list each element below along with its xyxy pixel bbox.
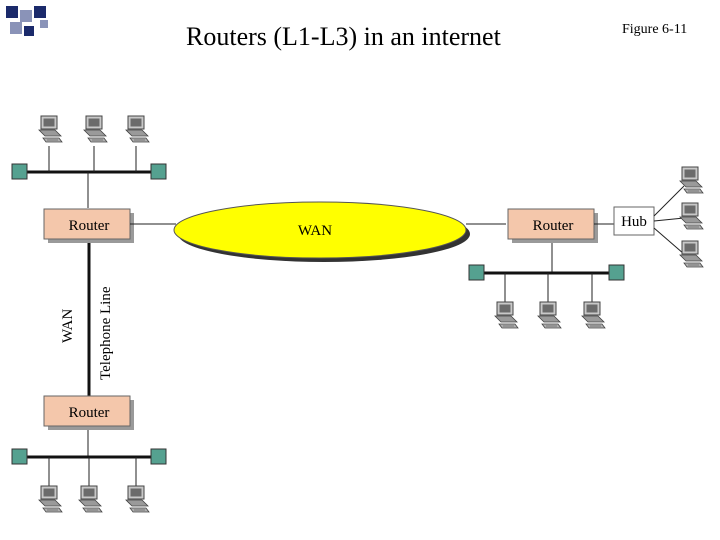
- wan-telephone-link: WAN Telephone Line: [60, 243, 114, 396]
- computer-icon: [38, 485, 63, 513]
- terminator: [150, 448, 167, 465]
- hub-label: Hub: [621, 214, 647, 230]
- computer-icon: [679, 202, 704, 230]
- terminator: [468, 264, 485, 281]
- router-top-left: Router: [43, 208, 135, 244]
- terminator: [11, 448, 28, 465]
- slide-title: Routers (L1-L3) in an internet: [186, 22, 501, 51]
- router-label: Router: [69, 405, 110, 421]
- wan-label: WAN: [298, 223, 332, 239]
- wan-link-label: WAN: [60, 309, 76, 343]
- lan-bottom-left: [11, 430, 167, 513]
- computer-icon: [38, 115, 63, 143]
- computer-icon: [125, 485, 150, 513]
- computer-icon: [78, 485, 103, 513]
- computer-icon: [125, 115, 150, 143]
- computer-icon: [83, 115, 108, 143]
- router-label: Router: [533, 218, 574, 234]
- lan-top-left: [11, 115, 167, 208]
- router-right: Router: [507, 208, 599, 244]
- terminator: [150, 163, 167, 180]
- wan-cloud: WAN: [173, 201, 470, 262]
- computer-icon: [537, 301, 562, 329]
- computer-icon: [679, 166, 704, 194]
- computer-icon: [494, 301, 519, 329]
- hub: Hub: [613, 166, 704, 268]
- terminator: [11, 163, 28, 180]
- terminator: [608, 264, 625, 281]
- telephone-line-label: Telephone Line: [98, 286, 114, 380]
- computer-icon: [581, 301, 606, 329]
- lan-right: [468, 243, 625, 329]
- router-label: Router: [69, 218, 110, 234]
- router-bottom-left: Router: [43, 395, 135, 431]
- figure-label: Figure 6-11: [622, 22, 688, 37]
- computer-icon: [679, 240, 704, 268]
